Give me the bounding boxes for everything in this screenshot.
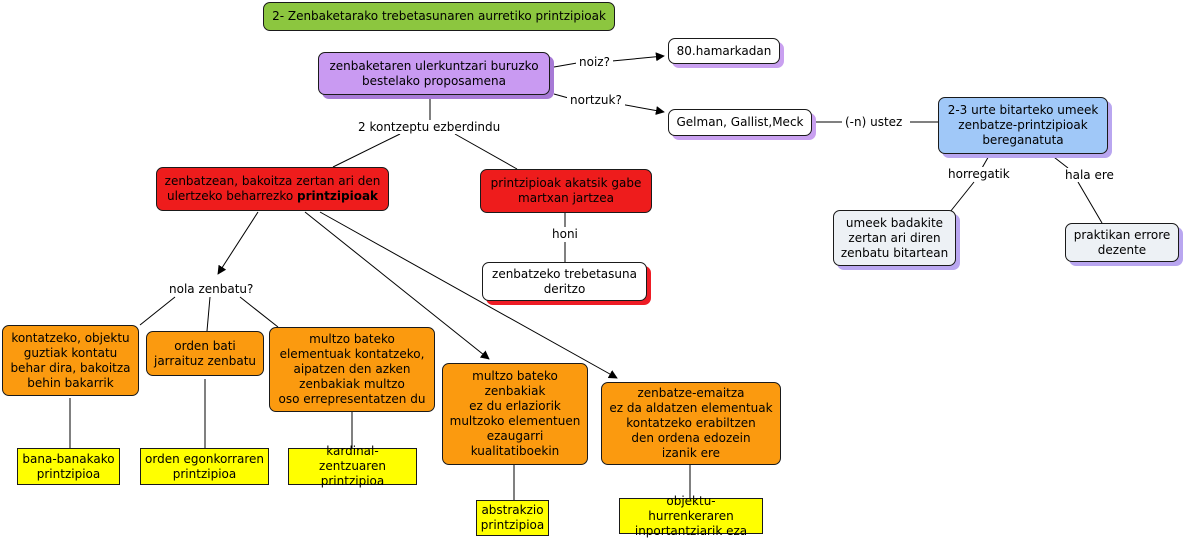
children-know-node: umeek badakite zertan ari diren zenbatu … <box>833 210 956 266</box>
link-label-therefore: horregatik <box>945 167 1013 181</box>
in-order-node: orden bati jarraituz zenbatu <box>146 331 264 376</box>
count-all-once-text: kontatzeko, objektu guztiak kontatu beha… <box>10 330 131 390</box>
principles-text: zenbatzean, bakoitza zertan ari den uler… <box>165 174 381 204</box>
title-node: 2- Zenbaketarako trebetasunaren aurretik… <box>263 2 615 31</box>
link-label-opinion: (-n) ustez <box>842 115 906 129</box>
flawless-text: printzipioak akatsik gabe martxan jartze… <box>490 176 642 205</box>
count-all-once-node: kontatzeko, objektu guztiak kontatu beha… <box>2 325 139 396</box>
one-to-one-principle-node: bana-banakako printzipioa <box>17 448 120 485</box>
link-label-however: hala ere <box>1062 168 1117 182</box>
proposal-text: zenbaketaren ulerkuntzari buruzko bestel… <box>329 58 539 88</box>
last-number-node: multzo bateko elementuak kontatzeko, aip… <box>269 327 435 412</box>
link-label-when: noiz? <box>576 55 613 69</box>
cardinal-principle-text: kardinal-zentzuaren printzipioa <box>319 444 386 488</box>
skill-node: zenbatzeko trebetasuna deritzo <box>482 262 647 301</box>
skill-text: zenbatzeko trebetasuna deritzo <box>492 266 637 296</box>
link-label-how-count: nola zenbatu? <box>166 282 257 296</box>
flawless-node: printzipioak akatsik gabe martxan jartze… <box>480 169 652 213</box>
belief-text: 2-3 urte bitarteko umeek zenbatze-printz… <box>947 103 1099 147</box>
abstraction-principle-text: abstrakzio printzipioa <box>480 503 545 532</box>
authors-node: Gelman, Gallist,Meck <box>668 109 812 136</box>
abstraction-text: multzo bateko zenbakiak ez du erlaziorik… <box>449 369 581 458</box>
proposal-node: zenbaketaren ulerkuntzari buruzko bestel… <box>318 52 550 95</box>
title-text: 2- Zenbaketarako trebetasunaren aurretik… <box>272 9 606 23</box>
principles-text-bold: printzipioak <box>297 189 379 203</box>
principles-node: zenbatzean, bakoitza zertan ari den uler… <box>156 167 389 211</box>
principles-text-main: zenbatzean, bakoitza zertan ari den uler… <box>164 174 381 203</box>
practice-errors-text: praktikan errore dezente <box>1073 227 1171 257</box>
order-irrelevance-text: zenbatze-emaitza ez da aldatzen elementu… <box>609 386 773 460</box>
order-irrelevance-principle-node: objektu-hurrenkeraren inportantziarik ez… <box>619 494 763 538</box>
stable-order-principle-text: orden egonkorraren printzipioa <box>145 451 264 481</box>
order-irrelevance-principle-text: objektu-hurrenkeraren inportantziarik ez… <box>634 493 748 538</box>
link-label-who: nortzuk? <box>567 93 625 107</box>
link-label-two-concepts: 2 kontzeptu ezberdindu <box>355 120 504 134</box>
stable-order-principle-node: orden egonkorraren printzipioa <box>140 448 269 485</box>
link-label-this: honi <box>549 227 581 241</box>
one-to-one-principle-text: bana-banakako printzipioa <box>22 451 115 481</box>
in-order-text: orden bati jarraituz zenbatu <box>153 338 257 368</box>
authors-text: Gelman, Gallist,Meck <box>676 115 804 129</box>
decade-node: 80.hamarkadan <box>668 38 780 64</box>
cardinal-principle-node: kardinal-zentzuaren printzipioa <box>288 444 417 488</box>
decade-text: 80.hamarkadan <box>676 43 772 58</box>
children-know-text: umeek badakite zertan ari diren zenbatu … <box>840 215 949 260</box>
practice-errors-node: praktikan errore dezente <box>1065 223 1179 262</box>
order-irrelevance-node: zenbatze-emaitza ez da aldatzen elementu… <box>601 382 781 465</box>
abstraction-principle-node: abstrakzio printzipioa <box>476 500 549 536</box>
last-number-text: multzo bateko elementuak kontatzeko, aip… <box>278 332 426 406</box>
abstraction-node: multzo bateko zenbakiak ez du erlaziorik… <box>442 363 588 465</box>
belief-node: 2-3 urte bitarteko umeek zenbatze-printz… <box>938 97 1108 154</box>
